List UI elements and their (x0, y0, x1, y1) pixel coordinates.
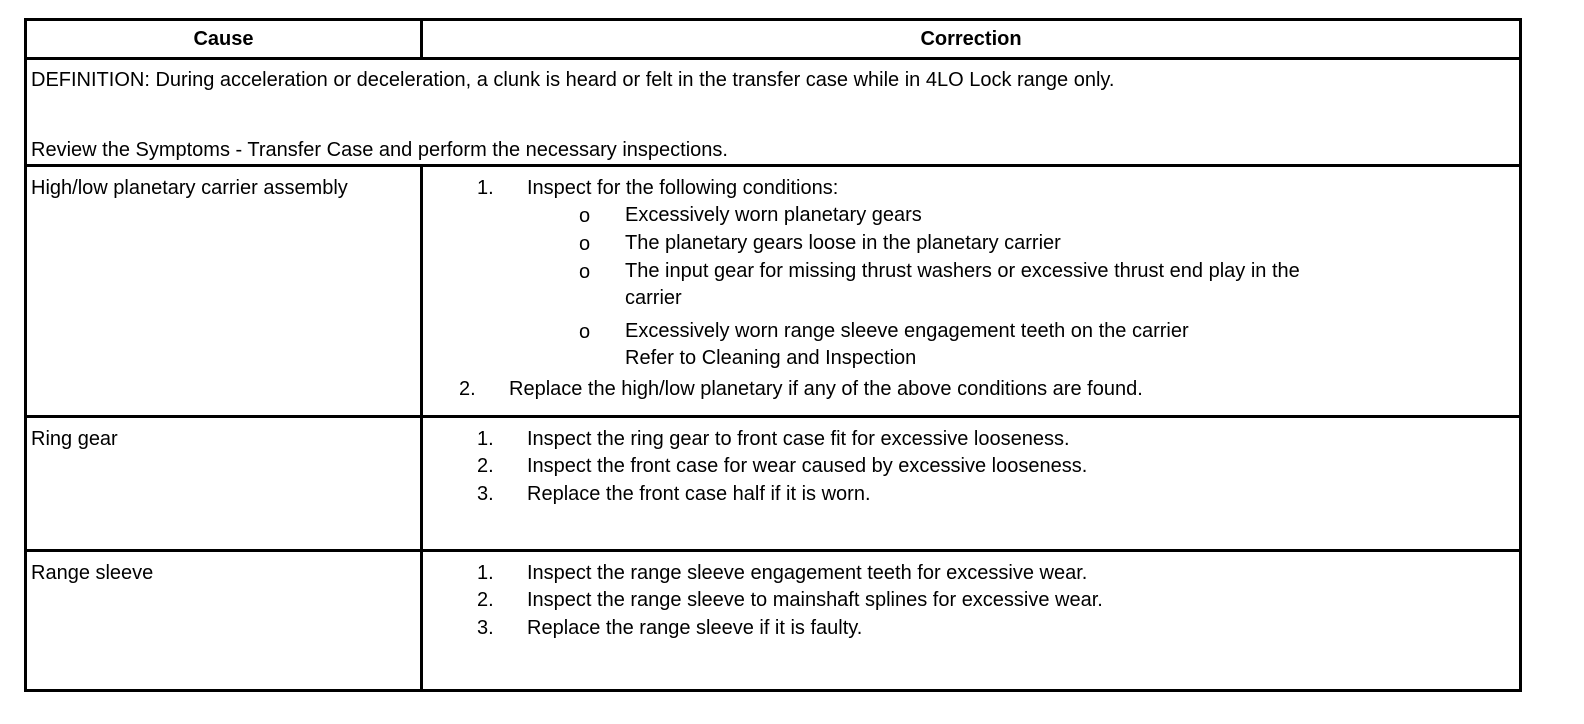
step-text: Replace the high/low planetary if any of… (509, 378, 1143, 400)
step-text: Replace the front case half if it is wor… (527, 483, 871, 505)
symptoms-review-text: Review the Symptoms - Transfer Case and … (31, 139, 728, 161)
step-number: 2. (477, 455, 494, 477)
cause-cell: High/low planetary carrier assembly (24, 164, 423, 418)
correction-cell: 1. Inspect for the following conditions:… (420, 164, 1522, 418)
condition-item: The planetary gears loose in the planeta… (625, 232, 1061, 254)
step-text: Inspect the range sleeve engagement teet… (527, 562, 1088, 584)
bullet-marker: o (579, 205, 591, 227)
bullet-marker: o (579, 233, 591, 255)
step-number: 2. (477, 589, 494, 611)
diagnostic-table: Cause Correction DEFINITION: During acce… (24, 18, 1522, 692)
correction-cell: 1. Inspect the range sleeve engagement t… (420, 549, 1522, 692)
step-number: 3. (477, 617, 494, 639)
condition-item: Excessively worn planetary gears (625, 204, 922, 226)
cause-cell: Range sleeve (24, 549, 423, 692)
condition-item: Excessively worn range sleeve engagement… (625, 320, 1189, 342)
correction-cell: 1. Inspect the ring gear to front case f… (420, 415, 1522, 552)
step-number: 1. (477, 428, 494, 450)
step-number: 1. (477, 177, 494, 199)
cleaning-inspection-reference: Refer to Cleaning and Inspection (625, 347, 917, 369)
step-text: Replace the range sleeve if it is faulty… (527, 617, 863, 639)
step-text: Inspect the front case for wear caused b… (527, 455, 1088, 477)
header-row: Cause Correction (24, 18, 1522, 60)
condition-item-continuation: carrier (625, 287, 682, 309)
cause-header: Cause (24, 18, 423, 60)
correction-header: Correction (420, 18, 1522, 60)
table-row: Ring gear 1. Inspect the ring gear to fr… (24, 415, 1522, 552)
step-number: 1. (477, 562, 494, 584)
condition-item: The input gear for missing thrust washer… (625, 260, 1300, 282)
table-row: Range sleeve 1. Inspect the range sleeve… (24, 549, 1522, 692)
definition-cell: DEFINITION: During acceleration or decel… (24, 57, 1522, 167)
step-text: Inspect the range sleeve to mainshaft sp… (527, 589, 1103, 611)
step-text: Inspect for the following conditions: (527, 177, 839, 199)
bullet-marker: o (579, 321, 591, 343)
step-number: 2. (459, 378, 476, 400)
bullet-marker: o (579, 261, 591, 283)
cause-cell: Ring gear (24, 415, 423, 552)
step-number: 3. (477, 483, 494, 505)
step-text: Inspect the ring gear to front case fit … (527, 428, 1070, 450)
definition-text: DEFINITION: During acceleration or decel… (31, 69, 1115, 91)
table-row: High/low planetary carrier assembly 1. I… (24, 164, 1522, 418)
definition-row: DEFINITION: During acceleration or decel… (24, 57, 1522, 167)
